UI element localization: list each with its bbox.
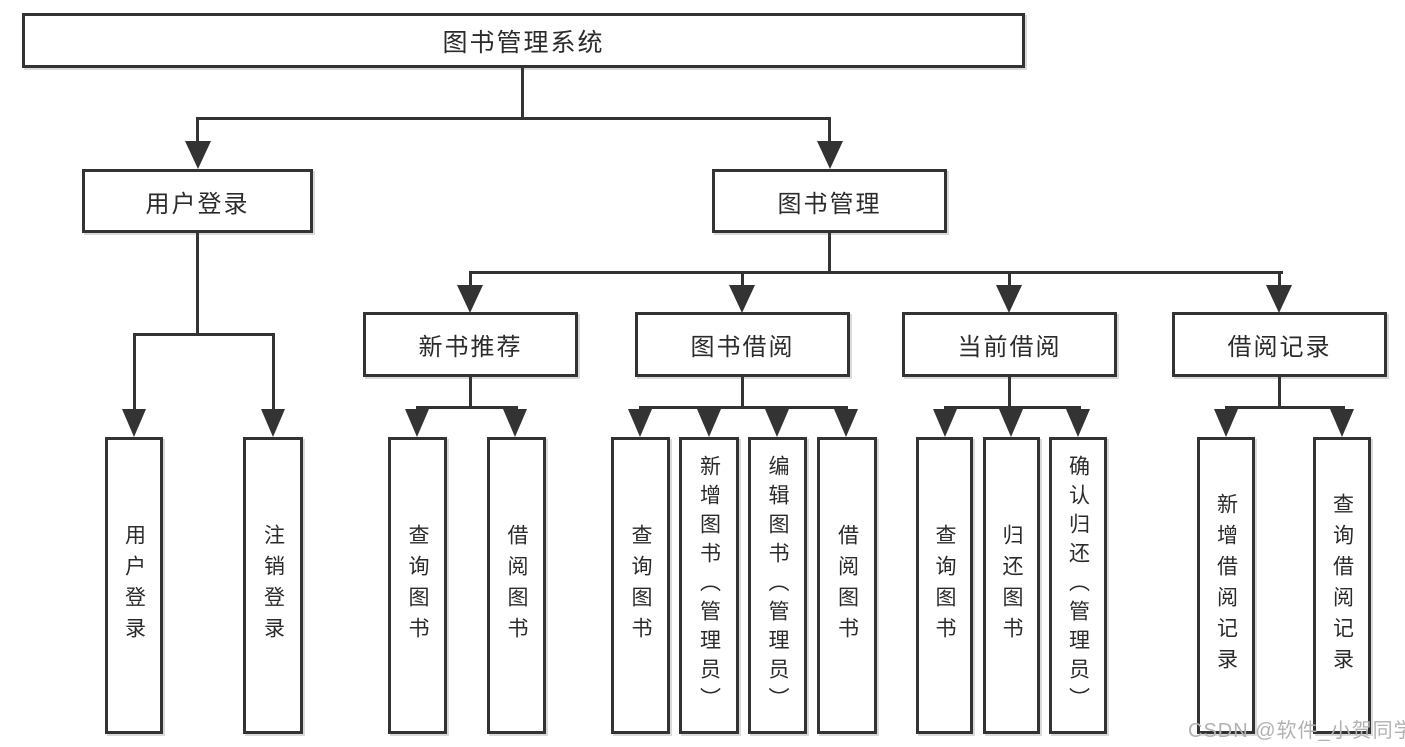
- arrow-to-add-record: [1214, 409, 1238, 437]
- arrow-to-query-book-1: [405, 409, 429, 437]
- connector-book-borrow-branch: [639, 406, 848, 409]
- arrow-to-book-mgmt: [817, 141, 843, 169]
- node-root: 图书管理系统: [22, 13, 1025, 68]
- arrow-to-query-record: [1330, 409, 1354, 437]
- arrow-to-current-borrow: [996, 285, 1022, 313]
- arrow-to-add-book: [697, 409, 721, 437]
- node-new-book-rec: 新书推荐: [363, 312, 578, 377]
- node-leaf-query-book-2: 查询图书: [611, 437, 670, 734]
- node-current-borrow: 当前借阅: [902, 312, 1117, 377]
- node-leaf-add-record: 新增借阅记录: [1197, 437, 1255, 734]
- connector-borrow-record-branch: [1225, 406, 1345, 409]
- connector-stub-book-mgmt: [828, 117, 831, 145]
- connector-new-book-branch: [416, 406, 518, 409]
- connector-book-borrow-down: [741, 375, 744, 409]
- node-leaf-borrow-book-1: 借阅图书: [487, 437, 546, 734]
- node-leaf-confirm-return: 确认归还（管理员）: [1049, 437, 1107, 734]
- connector-root-trunk: [521, 66, 524, 120]
- connector-user-login-branch: [133, 333, 275, 336]
- arrow-to-new-book: [457, 285, 483, 313]
- arrow-to-leaf-logout: [261, 409, 285, 437]
- csdn-watermark: CSDN @软件_小贺同学: [1188, 720, 1405, 742]
- node-leaf-query-record: 查询借阅记录: [1313, 437, 1371, 734]
- node-user-login: 用户登录: [82, 169, 313, 233]
- connector-stub-borrow-record: [1278, 271, 1281, 289]
- connector-stub-leaf-logout: [272, 333, 275, 413]
- node-leaf-query-book-1: 查询图书: [388, 437, 447, 734]
- connector-stub-user-login: [196, 117, 199, 145]
- node-leaf-user-login: 用户登录: [105, 437, 163, 734]
- connector-new-book-down: [469, 375, 472, 409]
- connector-current-borrow-down: [1008, 375, 1011, 409]
- node-leaf-edit-book: 编辑图书（管理员）: [748, 437, 807, 734]
- connector-book-mgmt-down: [828, 231, 831, 273]
- connector-level3-branch: [469, 271, 1283, 274]
- node-book-borrow: 图书借阅: [635, 312, 850, 377]
- arrow-to-book-borrow: [729, 285, 755, 313]
- arrow-to-borrow-record: [1266, 285, 1292, 313]
- node-leaf-query-book-3: 查询图书: [916, 437, 973, 734]
- arrow-to-edit-book: [765, 409, 789, 437]
- connector-stub-new-book: [469, 271, 472, 289]
- arrow-to-borrow-book-2: [834, 409, 858, 437]
- connector-level2-branch: [196, 117, 831, 120]
- connector-stub-book-borrow: [741, 271, 744, 289]
- connector-current-borrow-branch: [944, 406, 1081, 409]
- connector-stub-current-borrow: [1008, 271, 1011, 289]
- connector-user-login-down: [196, 231, 199, 335]
- node-leaf-logout: 注销登录: [243, 437, 303, 734]
- connector-borrow-record-down: [1278, 375, 1281, 409]
- arrow-to-user-login: [185, 141, 211, 169]
- node-book-mgmt: 图书管理: [712, 169, 947, 233]
- node-leaf-borrow-book-2: 借阅图书: [817, 437, 877, 734]
- arrow-to-query-book-2: [628, 409, 652, 437]
- arrow-to-return-book: [999, 409, 1023, 437]
- arrow-to-leaf-user-login: [122, 409, 146, 437]
- arrow-to-query-book-3: [933, 409, 957, 437]
- node-leaf-add-book: 新增图书（管理员）: [679, 437, 739, 734]
- node-borrow-record: 借阅记录: [1172, 312, 1387, 377]
- arrow-to-confirm-return: [1066, 409, 1090, 437]
- connector-stub-leaf-user-login: [133, 333, 136, 413]
- node-leaf-return-book: 归还图书: [983, 437, 1040, 734]
- arrow-to-borrow-book-1: [503, 409, 527, 437]
